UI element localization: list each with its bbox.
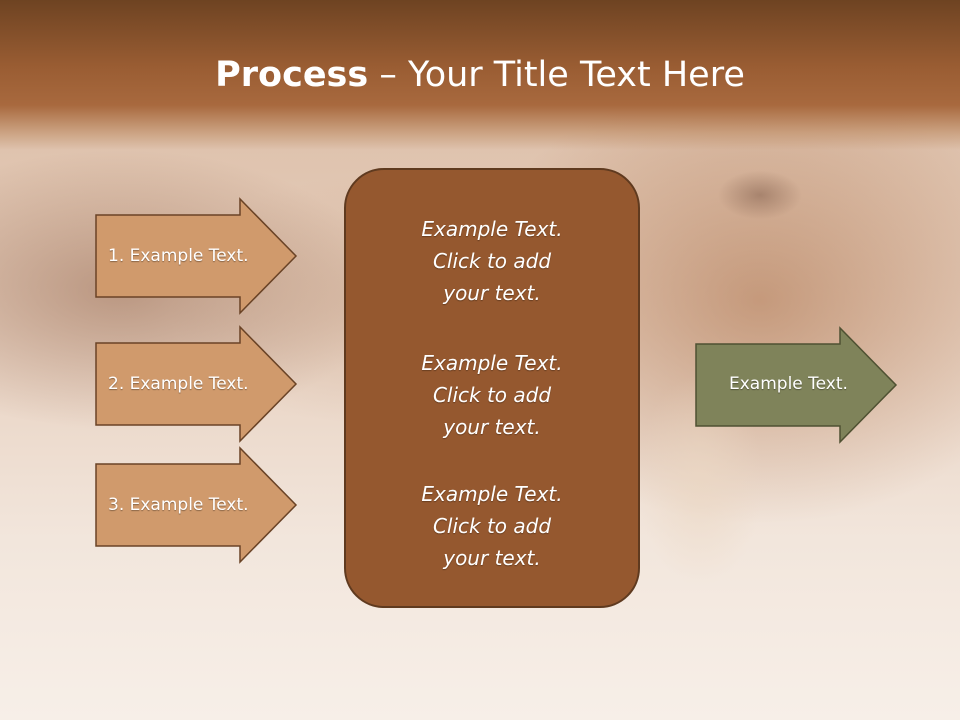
input-arrow-2[interactable] [95,325,298,443]
center-block-1-line-2: Click to add [432,249,552,273]
title-rest: – Your Title Text Here [368,55,745,95]
center-text-block-3: Example Text. Click to add your text. [344,478,640,574]
center-text-block-1: Example Text. Click to add your text. [344,213,640,309]
center-block-1-line-3: your text. [443,281,541,305]
center-block-2-line-3: your text. [443,415,541,439]
input-arrow-1-label: 1. Example Text. [108,246,249,266]
input-arrow-3[interactable] [95,446,298,564]
center-block-3-line-2: Click to add [432,514,552,538]
center-block-3-line-1: Example Text. [421,482,563,506]
center-block-1-line-1: Example Text. [421,217,563,241]
slide-title[interactable]: Process – Your Title Text Here [0,52,960,98]
input-arrow-1[interactable] [95,197,298,315]
center-block-2-line-1: Example Text. [421,351,563,375]
title-bold: Process [215,55,369,95]
output-arrow[interactable] [695,326,898,444]
input-arrow-2-label: 2. Example Text. [108,374,249,394]
center-process-box[interactable] [344,168,640,608]
center-text-block-2: Example Text. Click to add your text. [344,347,640,443]
center-block-2-line-2: Click to add [432,383,552,407]
center-block-3-line-3: your text. [443,546,541,570]
title-bar [0,0,960,150]
input-arrow-3-label: 3. Example Text. [108,495,249,515]
output-arrow-label: Example Text. [729,374,848,394]
